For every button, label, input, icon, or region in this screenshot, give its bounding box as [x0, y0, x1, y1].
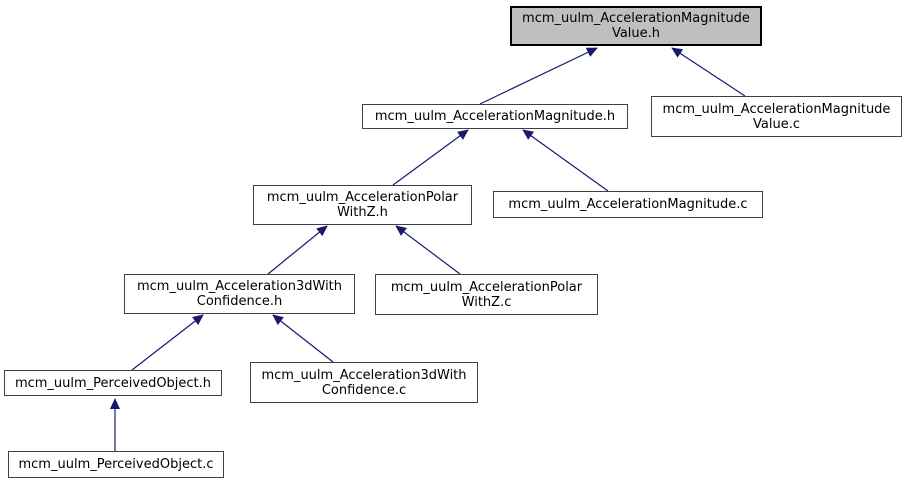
node-label-line: Value.h [611, 26, 661, 41]
dependency-edge [392, 129, 469, 186]
node-mcm-uulm-acceleration-magnitude-value-c[interactable]: mcm_uulm_AccelerationMagnitude Value.c [651, 96, 902, 137]
node-label-line: mcm_uulm_AccelerationPolar [266, 190, 459, 205]
node-mcm-uulm-acceleration-magnitude-c[interactable]: mcm_uulm_AccelerationMagnitude.c [493, 191, 763, 218]
node-mcm-uulm-perceived-object-h[interactable]: mcm_uulm_PerceivedObject.h [4, 370, 222, 396]
node-label-line: mcm_uulm_PerceivedObject.h [14, 375, 212, 391]
dependency-edge [272, 314, 334, 363]
dependency-edge [479, 47, 598, 105]
node-label-line: Confidence.h [196, 294, 283, 309]
node-mcm-uulm-acceleration-magnitude-value-h[interactable]: mcm_uulm_AccelerationMagnitude Value.h [510, 6, 762, 46]
node-mcm-uulm-acceleration-3d-with-confidence-h[interactable]: mcm_uulm_Acceleration3dWith Confidence.h [124, 274, 355, 314]
dependency-edge [131, 314, 204, 371]
node-label-line: mcm_uulm_Acceleration3dWith [136, 279, 343, 294]
node-mcm-uulm-acceleration-polar-with-z-h[interactable]: mcm_uulm_AccelerationPolar WithZ.h [253, 185, 472, 225]
node-label-line: mcm_uulm_AccelerationMagnitude.c [508, 197, 748, 212]
node-label-line: WithZ.h [337, 205, 388, 220]
dependency-edge [267, 225, 328, 275]
node-label-line: Confidence.c [321, 382, 407, 398]
node-label-line: mcm_uulm_AccelerationPolar [390, 279, 583, 295]
node-label-line: WithZ.c [461, 294, 512, 310]
node-label-line: mcm_uulm_AccelerationMagnitude [522, 11, 750, 26]
dependency-edge [522, 129, 609, 192]
node-mcm-uulm-perceived-object-c[interactable]: mcm_uulm_PerceivedObject.c [8, 451, 224, 478]
node-label-line: mcm_uulm_AccelerationMagnitude [662, 101, 891, 117]
dependency-edge [395, 225, 461, 275]
node-label-line: mcm_uulm_PerceivedObject.c [18, 457, 214, 472]
node-mcm-uulm-acceleration-3d-with-confidence-c[interactable]: mcm_uulm_Acceleration3dWith Confidence.c [250, 362, 478, 403]
node-label-line: mcm_uulm_AccelerationMagnitude.h [374, 109, 616, 124]
node-mcm-uulm-acceleration-magnitude-h[interactable]: mcm_uulm_AccelerationMagnitude.h [362, 104, 628, 129]
dependency-edge [671, 47, 746, 97]
node-label-line: mcm_uulm_Acceleration3dWith [261, 367, 467, 383]
node-label-line: Value.c [753, 116, 800, 132]
node-mcm-uulm-acceleration-polar-with-z-c[interactable]: mcm_uulm_AccelerationPolar WithZ.c [375, 274, 598, 315]
